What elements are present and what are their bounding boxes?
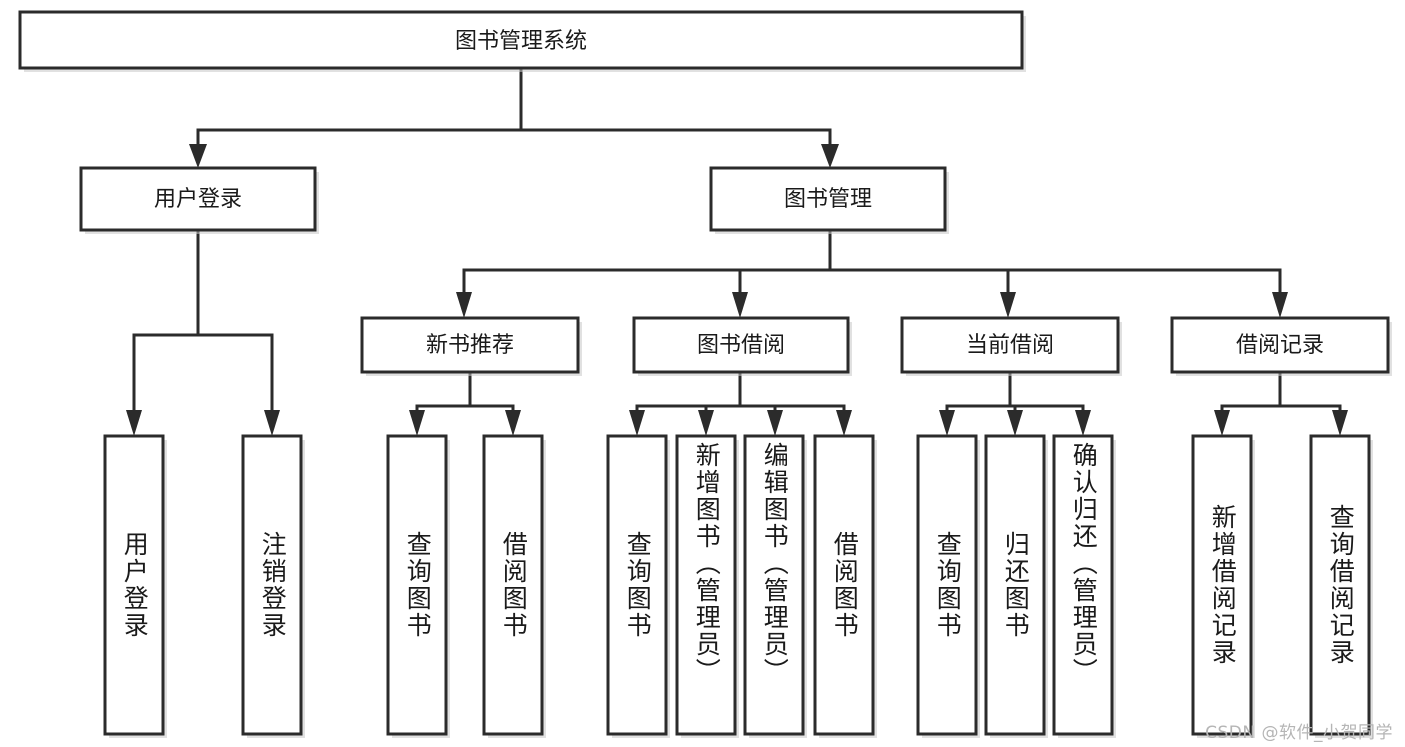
- leaf-boxes-layer: [103, 434, 1373, 738]
- arrowhead-bb-l4: [836, 410, 852, 436]
- arrowhead-cb-l2: [1007, 410, 1023, 436]
- arrowhead-bm-c1: [456, 292, 472, 318]
- leaf-rect-nbr-borrow-book[interactable]: [482, 434, 544, 736]
- arrowhead-book-management: [821, 144, 839, 168]
- arrowhead-ul-c2: [264, 410, 280, 436]
- current-borrow-label: 当前借阅: [966, 333, 1054, 358]
- leaf-rect-cb-query-book[interactable]: [916, 434, 978, 736]
- book-management-label: 图书管理: [784, 187, 872, 212]
- arrowhead-nbr-l2: [505, 410, 521, 436]
- arrowhead-nbr-l1: [409, 410, 425, 436]
- arrowhead-bm-c2: [732, 292, 748, 318]
- leaf-rect-br-add-record[interactable]: [1191, 434, 1253, 736]
- arrowhead-ul-c1: [126, 410, 142, 436]
- user-login-label: 用户登录: [154, 187, 242, 212]
- leaf-rect-bb-edit-book[interactable]: [743, 434, 805, 736]
- book-borrow-label: 图书借阅: [697, 333, 785, 358]
- arrowhead-bm-c3: [1000, 292, 1016, 318]
- connector-layer: [126, 66, 1348, 436]
- arrowhead-br-l2: [1332, 410, 1348, 436]
- borrow-record-rect: [1170, 316, 1390, 374]
- arrowhead-bb-l2: [698, 410, 714, 436]
- node-borrow-record[interactable]: 借阅记录: [1170, 316, 1392, 376]
- node-user-login[interactable]: 用户登录: [79, 166, 319, 234]
- leaf-rect-cb-return-book[interactable]: [984, 434, 1046, 736]
- node-current-borrow[interactable]: 当前借阅: [900, 316, 1122, 376]
- user-login-rect: [79, 166, 317, 232]
- arrowhead-bb-l3: [767, 410, 783, 436]
- borrow-record-label: 借阅记录: [1236, 333, 1324, 358]
- new-book-recommend-label: 新书推荐: [426, 333, 514, 358]
- arrowhead-cb-l1: [939, 410, 955, 436]
- leaf-rect-br-query-record[interactable]: [1309, 434, 1371, 736]
- arrowhead-bm-c4: [1272, 292, 1288, 318]
- node-book-management[interactable]: 图书管理: [709, 166, 949, 234]
- book-borrow-rect: [632, 316, 850, 374]
- leaf-rect-nbr-query-book[interactable]: [386, 434, 448, 736]
- current-borrow-rect: [900, 316, 1120, 374]
- leaf-rect-bb-borrow-book[interactable]: [813, 434, 875, 736]
- book-management-rect: [709, 166, 947, 232]
- root-rect: [18, 10, 1024, 70]
- node-new-book-recommend[interactable]: 新书推荐: [360, 316, 582, 376]
- new-book-recommend-rect: [360, 316, 580, 374]
- arrowhead-user-login: [189, 144, 207, 168]
- arrowhead-cb-l3: [1075, 410, 1091, 436]
- node-book-borrow[interactable]: 图书借阅: [632, 316, 852, 376]
- leaf-rect-logout[interactable]: [241, 434, 303, 736]
- node-root[interactable]: 图书管理系统: [18, 10, 1026, 72]
- leaf-rect-bb-query-book[interactable]: [606, 434, 668, 736]
- leaf-rect-cb-confirm-return[interactable]: [1052, 434, 1114, 736]
- arrowhead-bb-l1: [629, 410, 645, 436]
- arrowhead-br-l1: [1214, 410, 1230, 436]
- root-label: 图书管理系统: [455, 29, 587, 54]
- leaf-rect-bb-add-book[interactable]: [675, 434, 737, 736]
- csdn-watermark: CSDN @软件_小贺同学: [1205, 723, 1393, 743]
- leaf-rect-user-login[interactable]: [103, 434, 165, 736]
